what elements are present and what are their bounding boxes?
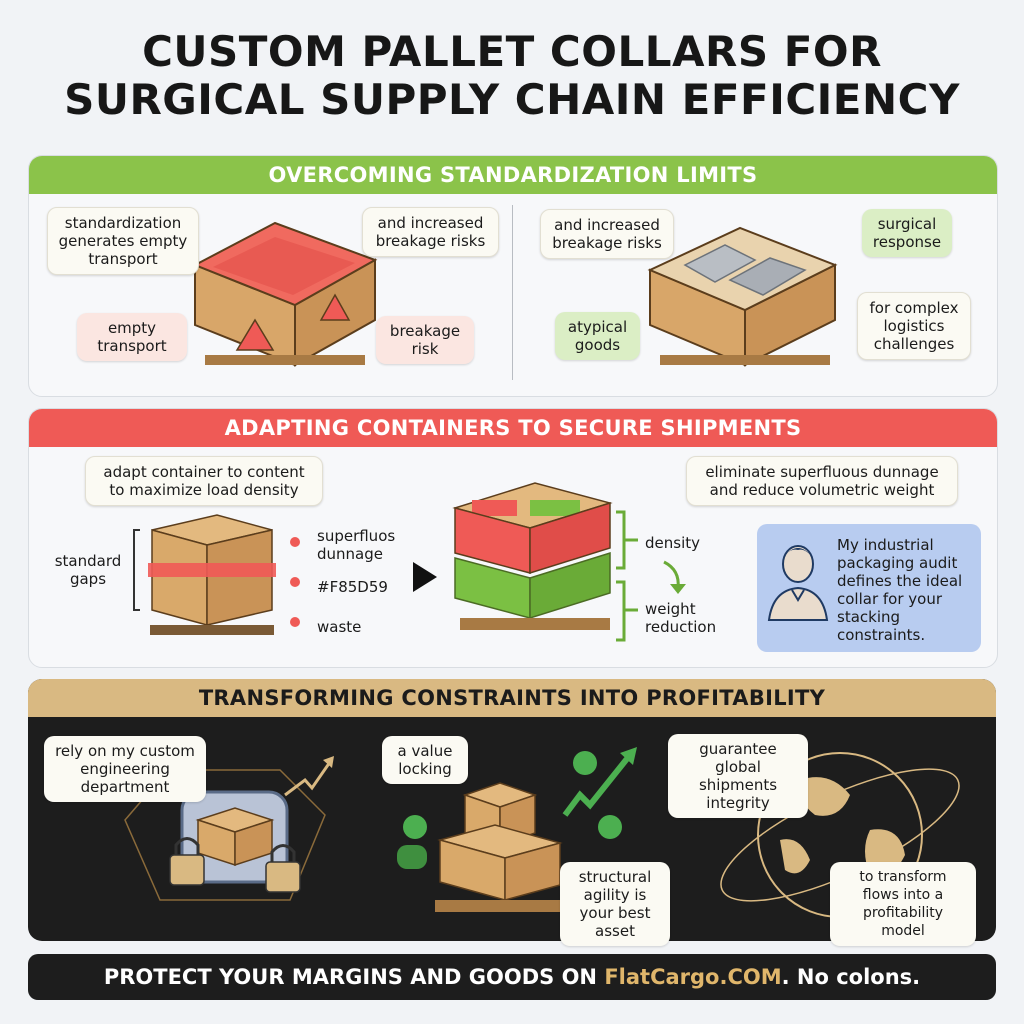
section-header-profitability: TRANSFORMING CONSTRAINTS INTO PROFITABIL… — [28, 679, 996, 717]
bubble-value-locking: a value locking — [382, 736, 468, 784]
bubble-global-integrity: guarantee global shipments integrity — [668, 734, 808, 818]
bubble-complex-logistics: for complex logistics challenges — [857, 292, 971, 360]
bubble-standardization: standardization generates empty transpor… — [47, 207, 199, 275]
empty-crate-illustration — [192, 221, 378, 367]
title-line-2: SURGICAL SUPPLY CHAIN EFFICIENCY — [64, 75, 960, 124]
list-item-waste: waste — [317, 618, 362, 636]
bubble-structural-agility: structural agility is your best asset — [560, 862, 670, 946]
bubble-breakage-risk: breakage risk — [376, 316, 474, 364]
title-line-1: CUSTOM PALLET COLLARS FOR — [142, 27, 882, 76]
section-standardization: OVERCOMING STANDARDIZATION LIMITS — [28, 155, 998, 397]
padlock-collar-illustration — [124, 756, 334, 901]
audit-description: My industrial packaging audit defines th… — [837, 536, 963, 644]
brackets-icon — [616, 510, 638, 642]
page-title: CUSTOM PALLET COLLARS FOR SURGICAL SUPPL… — [0, 28, 1024, 124]
arrow-right-icon — [413, 562, 437, 592]
adapted-collars-illustration — [452, 482, 613, 630]
list-item-dunnage: superfluos dunnage — [317, 527, 396, 563]
profit-boxes-illustration — [397, 747, 637, 912]
audit-card: My industrial packaging audit defines th… — [757, 524, 981, 652]
bubble-breakage-risks-right: and increased breakage risks — [540, 209, 674, 259]
footer-cta: PROTECT YOUR MARGINS AND GOODS ON FlatCa… — [28, 954, 996, 1000]
label-weight-reduction: weight reduction — [645, 600, 717, 636]
consultant-avatar-icon — [767, 545, 829, 621]
surgical-crate-illustration — [647, 226, 838, 367]
bubble-atypical-goods: atypical goods — [555, 312, 640, 360]
list-item-color-code: #F85D59 — [317, 578, 388, 596]
footer-tail: . No colons. — [781, 965, 921, 989]
label-density: density — [645, 534, 700, 552]
section-divider — [512, 205, 513, 380]
bubble-surgical-response: surgical response — [862, 209, 952, 257]
section-header-standardization: OVERCOMING STANDARDIZATION LIMITS — [29, 156, 997, 194]
bubble-eliminate-dunnage: eliminate superfluous dunnage and reduce… — [686, 456, 958, 506]
bubble-empty-transport: empty transport — [77, 313, 187, 361]
bubble-custom-engineering: rely on my custom engineering department — [44, 736, 206, 802]
bubble-profitability-model: to transform flows into a profitability … — [830, 862, 976, 946]
label-standard-gaps: standard gaps — [54, 552, 122, 588]
standard-boxes-illustration — [133, 514, 276, 635]
bullet-markers — [290, 537, 300, 627]
curved-arrow-icon — [663, 560, 686, 594]
section-header-adapting: ADAPTING CONTAINERS TO SECURE SHIPMENTS — [29, 409, 997, 447]
bubble-breakage-risks: and increased breakage risks — [362, 207, 499, 257]
footer-lead: PROTECT YOUR MARGINS AND GOODS ON — [103, 965, 605, 989]
footer-brand-link[interactable]: FlatCargo.COM — [604, 965, 782, 989]
bubble-adapt-container: adapt container to content to maximize l… — [85, 456, 323, 506]
